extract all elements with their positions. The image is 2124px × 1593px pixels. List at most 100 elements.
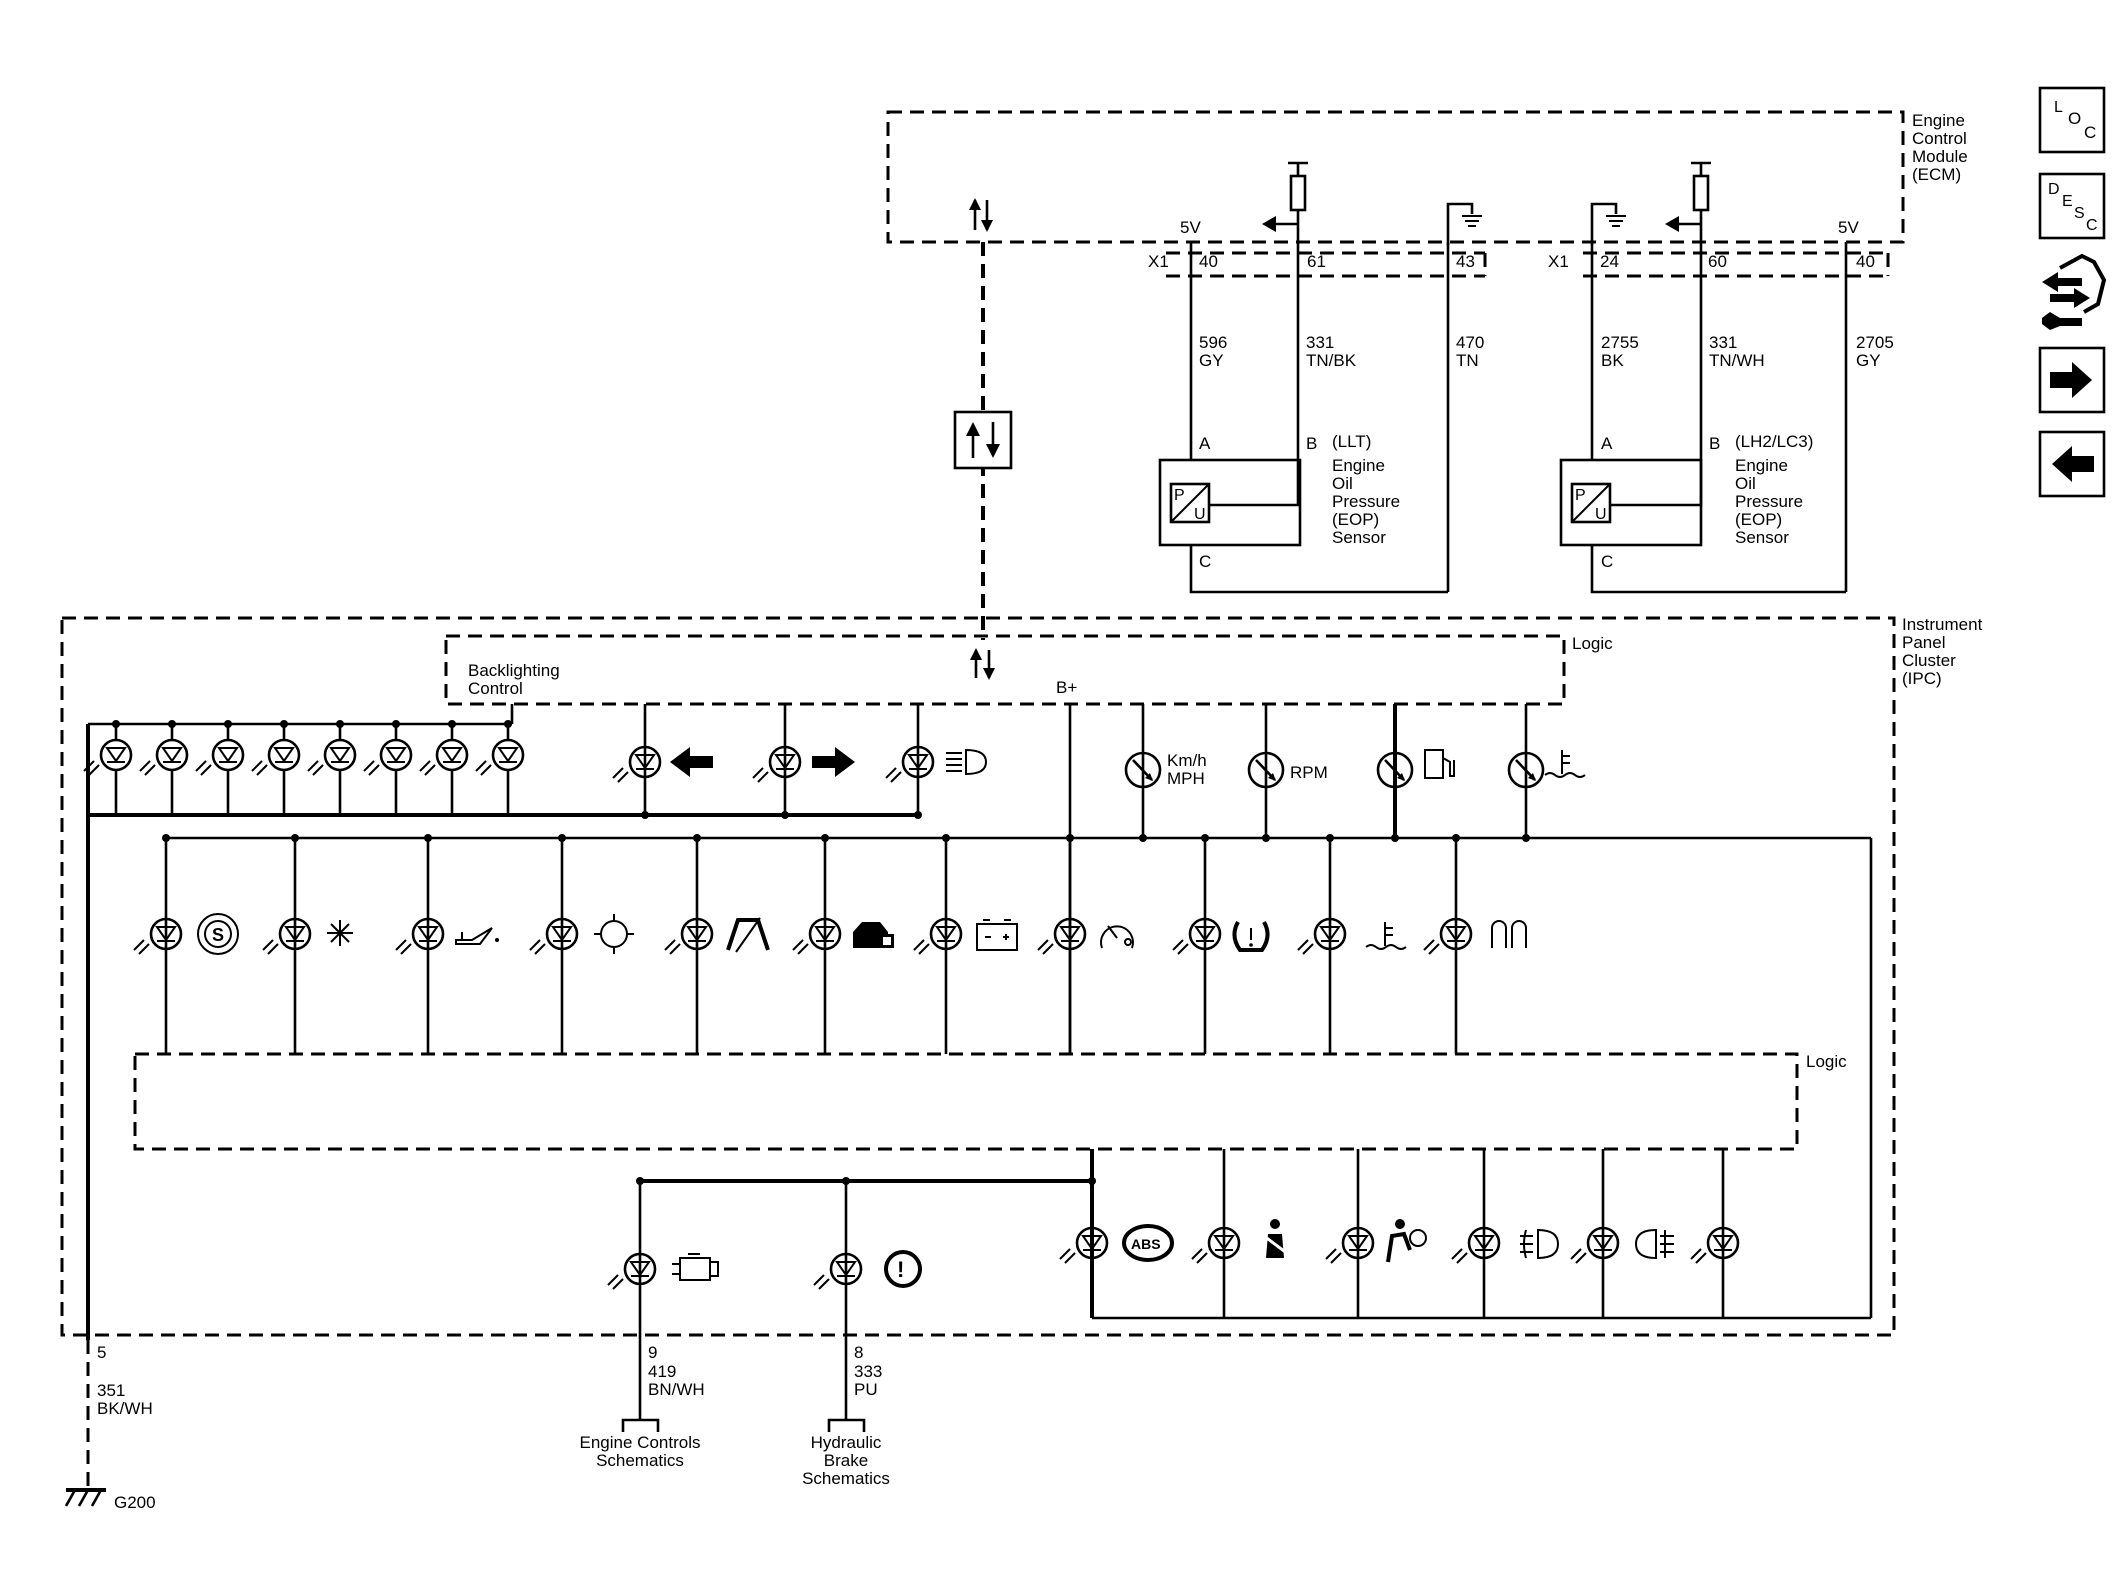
ecm-title-1: Engine [1912, 111, 1965, 130]
rear-fog-icon [1634, 1228, 1674, 1260]
backlighting-label-2: Control [468, 679, 523, 698]
diagnostic-tool-icon[interactable] [2042, 253, 2107, 330]
sensor-p-glyph: P [1174, 487, 1185, 504]
backlighting-label-1: Backlighting [468, 661, 560, 680]
eop-sensor-lh2: P U A B C (LH2/LC3) Engine Oil Pressure … [1559, 432, 1813, 571]
ipc-wiring [86, 704, 1873, 1490]
ecm-title-4: (ECM) [1912, 165, 1961, 184]
x1-left-label: X1 [1148, 252, 1169, 271]
indicator-lamp [139, 738, 189, 776]
wire-419-color: BN/WH [648, 1380, 705, 1399]
service-icon: S [197, 913, 239, 955]
wire-351-num: 351 [97, 1381, 125, 1400]
wire-2755-num: 2755 [1601, 333, 1639, 352]
wire-419-num: 419 [648, 1362, 676, 1381]
nav-loc-c: C [2084, 123, 2096, 142]
nav-loc-button[interactable]: L O C [2038, 86, 2106, 154]
middle-indicators [133, 834, 1473, 1054]
nav-desc-d: D [2048, 181, 2060, 198]
wire-331b-color: TN/WH [1709, 351, 1765, 370]
sensor-u-glyph: U [1595, 506, 1607, 523]
gauge-rpm-label: RPM [1290, 763, 1328, 782]
nav-loc-o: O [2068, 109, 2081, 128]
gauges [1124, 751, 1545, 842]
logic-top-label: Logic [1572, 634, 1613, 653]
ref-hydraulic-brake[interactable]: Hydraulic Brake Schematics [802, 1418, 890, 1488]
coolant-temp-icon [1544, 750, 1586, 778]
pin-60: 60 [1708, 252, 1727, 271]
indicator-lamp [607, 1252, 657, 1290]
wire-470-num: 470 [1456, 333, 1484, 352]
ecm-title-3: Module [1912, 147, 1968, 166]
serial-data-icon [969, 198, 993, 232]
indicator-lamp [1172, 917, 1222, 955]
ecm-5v-right: 5V [1838, 218, 1859, 237]
wire-333-color: PU [854, 1380, 878, 1399]
ref-engine-controls-2: Schematics [596, 1451, 684, 1470]
sensor-llt-pin-b: B [1306, 434, 1317, 453]
sensor-lh2-pin-b: B [1709, 434, 1720, 453]
indicator-lamp [419, 738, 469, 776]
ref-engine-controls-1: Engine Controls [580, 1433, 701, 1452]
wire-470-color: TN [1456, 351, 1479, 370]
ipc-output-labels: 5 351 BK/WH 9 419 BN/WH 8 333 PU [97, 1343, 882, 1418]
arrow-right-icon [2050, 362, 2092, 398]
sensor-llt-name-1: Engine [1332, 456, 1385, 475]
indicator-lamp [1690, 1226, 1740, 1264]
sensor-lh2-name-4: (EOP) [1735, 510, 1782, 529]
nav-forward-button[interactable] [2038, 346, 2106, 414]
sensor-lh2-name-3: Pressure [1735, 492, 1803, 511]
indicator-lamp [395, 917, 445, 955]
ground-icon [1446, 202, 1482, 245]
indicator-lamp [913, 917, 963, 955]
ecm-5v-left: 5V [1180, 218, 1201, 237]
pin-24: 24 [1600, 252, 1619, 271]
gauge-meter [1376, 751, 1414, 789]
sensor-lh2-pin-a: A [1601, 434, 1613, 453]
coolant-temp-icon [1365, 922, 1407, 950]
security-icon [853, 922, 894, 948]
gauge-speed-label-2: MPH [1167, 769, 1205, 788]
pin-40-right: 40 [1856, 252, 1875, 271]
sensor-llt-pin-c: C [1199, 552, 1211, 571]
sensor-llt-name-2: Oil [1332, 474, 1353, 493]
wire-331a-color: TN/BK [1306, 351, 1357, 370]
sensor-u-glyph: U [1194, 506, 1206, 523]
turn-left-icon [670, 747, 713, 777]
sensor-llt-variant: (LLT) [1332, 432, 1371, 451]
indicator-lamp [529, 917, 579, 955]
front-fog-icon [1520, 1228, 1560, 1260]
wire-351-color: BK/WH [97, 1399, 153, 1418]
high-beam-icon [946, 748, 988, 776]
nav-desc-button[interactable]: D E S C [2038, 172, 2106, 240]
wire-331a-num: 331 [1306, 333, 1334, 352]
indicator-lamp [195, 738, 245, 776]
fuel-icon [1424, 749, 1455, 779]
bplus-label: B+ [1056, 678, 1077, 697]
indicator-lamp [1570, 1226, 1620, 1264]
nav-desc-e: E [2062, 193, 2073, 210]
wire-labels: 596 GY 331 TN/BK 470 TN 2755 BK 331 TN/W… [1199, 333, 1894, 370]
backlight-lamps [83, 720, 525, 815]
ref-hydraulic-brake-3: Schematics [802, 1469, 890, 1488]
pin-43: 43 [1456, 252, 1475, 271]
indicator-lamp [83, 738, 133, 776]
nav-back-button[interactable] [2038, 430, 2106, 498]
engine-pin-label: 9 [648, 1343, 657, 1362]
ground-icon [1590, 202, 1626, 245]
serial-data-link [953, 242, 1013, 680]
brake-exclaim-text: ! [897, 1257, 904, 1282]
oil-pressure-icon [455, 927, 499, 945]
abs-icon: ABS [1122, 1224, 1174, 1262]
cruise-control-icon [1100, 925, 1134, 949]
indicator-lamp [813, 1252, 863, 1290]
wire-2705-num: 2705 [1856, 333, 1894, 352]
nav-desc-s: S [2074, 205, 2085, 222]
indicator-lamp [1297, 917, 1347, 955]
pin-61: 61 [1307, 252, 1326, 271]
turn-right-icon [812, 747, 855, 777]
ref-engine-controls[interactable]: Engine Controls Schematics [580, 1418, 701, 1470]
nav-loc-l: L [2054, 99, 2063, 116]
sensor-lh2-name-1: Engine [1735, 456, 1788, 475]
